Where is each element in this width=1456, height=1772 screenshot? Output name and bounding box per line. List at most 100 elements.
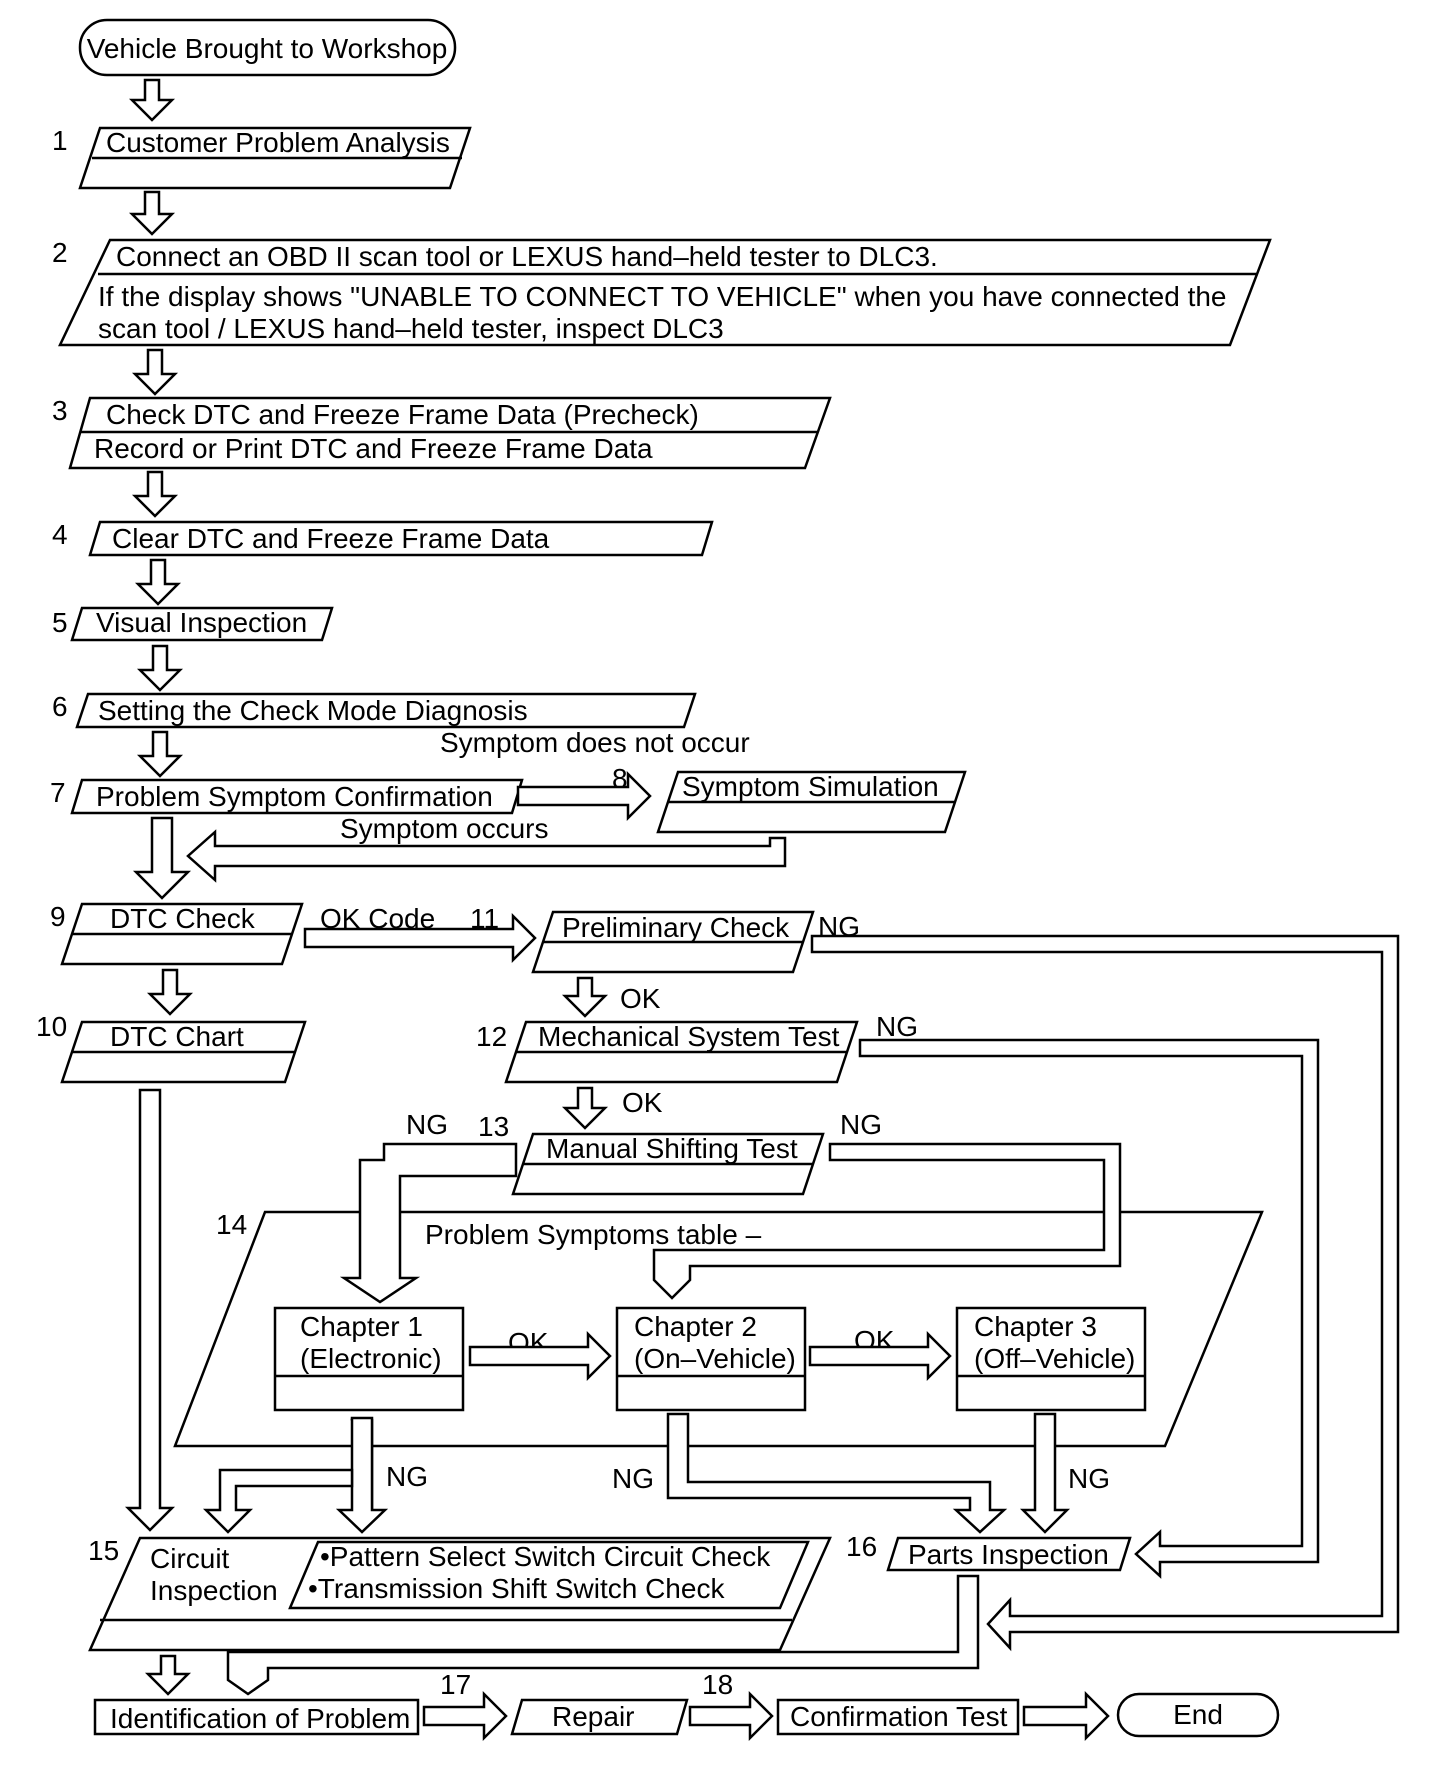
step-14-number: 14 (216, 1209, 247, 1240)
start-terminator (78, 18, 457, 77)
step-11-ok-label: OK (620, 983, 661, 1014)
arrow-13-ng-left (339, 1142, 518, 1304)
arrow-3-to-4 (131, 470, 179, 518)
chapter-3-ng-label: NG (1068, 1463, 1110, 1494)
arrow-9-to-11 (303, 912, 537, 964)
step-2-line3: scan tool / LEXUS hand–held tester, insp… (98, 313, 724, 344)
end-label: End (1173, 1699, 1223, 1730)
step-1-number: 1 (52, 125, 68, 156)
step-13-ng-left-label: NG (406, 1109, 448, 1140)
arrow-ch2-ng (666, 1412, 1008, 1534)
arrow-7-to-8 (516, 770, 652, 822)
step-2-line1: Connect an OBD II scan tool or LEXUS han… (116, 241, 938, 272)
step-18-number: 18 (702, 1669, 733, 1700)
arrow-8-return (186, 829, 787, 883)
step-6-number: 6 (52, 691, 68, 722)
arrow-11-ng (810, 934, 1400, 1652)
arrow-5-to-6 (136, 644, 184, 692)
identification-box (93, 1698, 420, 1736)
step-15-sub-1: •Pattern Select Switch Circuit Check (320, 1541, 771, 1572)
arrow-15-to-ident (144, 1654, 192, 1696)
step-2-number: 2 (52, 237, 68, 268)
arrow-13-ng-right (652, 1142, 1122, 1300)
step-17-label: Repair (552, 1701, 634, 1732)
arrow-16-to-ident (226, 1574, 980, 1696)
step-16-label: Parts Inspection (908, 1539, 1109, 1570)
chapter-3-line1: Chapter 3 (974, 1311, 1097, 1342)
step-15-line1: Circuit (150, 1543, 230, 1574)
step-13-number: 13 (478, 1111, 509, 1142)
step-2-line2: If the display shows "UNABLE TO CONNECT … (98, 281, 1227, 312)
step-16-number: 16 (846, 1531, 877, 1562)
arrow-12-ng (858, 1038, 1320, 1579)
arrow-10-to-15 (124, 1088, 176, 1532)
step-5-label: Visual Inspection (96, 607, 307, 638)
arrow-ident-to-repair (422, 1690, 508, 1742)
symptom-not-occur-label: Symptom does not occur (440, 727, 750, 758)
step-12-number: 12 (476, 1021, 507, 1052)
step-17-number: 17 (440, 1669, 471, 1700)
step-10-number: 10 (36, 1011, 67, 1042)
end-terminator (1116, 1692, 1280, 1738)
step-7-number: 7 (50, 777, 66, 808)
step-13-ng-right-label: NG (840, 1109, 882, 1140)
step-5-box (70, 606, 334, 642)
step-15-sub-box (288, 1540, 810, 1610)
step-12-label: Mechanical System Test (538, 1021, 840, 1052)
step-9-label: DTC Check (110, 903, 256, 934)
chapter-3-box (955, 1306, 1147, 1412)
step-14-label: Problem Symptoms table – (425, 1219, 762, 1250)
step-12-ok-label: OK (622, 1087, 663, 1118)
step-6-label: Setting the Check Mode Diagnosis (98, 695, 528, 726)
connector-arrows (124, 78, 1400, 1742)
arrow-4-to-5 (134, 558, 182, 606)
step-12-ng-label: NG (876, 1011, 918, 1042)
arrow-7-to-9 (132, 816, 192, 900)
arrow-11-to-12 (561, 976, 609, 1018)
chapter-2-line1: Chapter 2 (634, 1311, 757, 1342)
step-1-label: Customer Problem Analysis (106, 127, 450, 158)
start-label: Vehicle Brought to Workshop (87, 33, 448, 64)
chapter-2-box (615, 1306, 807, 1412)
step-2-box (58, 238, 1272, 347)
step-16-box (886, 1536, 1132, 1572)
arrow-6-to-7 (136, 730, 184, 778)
arrow-ch2-to-ch3 (808, 1330, 952, 1382)
step-4-box (88, 520, 714, 557)
step-13-label: Manual Shifting Test (546, 1133, 798, 1164)
arrow-12-to-13 (561, 1086, 609, 1130)
step-10-label: DTC Chart (110, 1021, 244, 1052)
chapter-3-line2: (Off–Vehicle) (974, 1343, 1135, 1374)
confirmation-box (776, 1698, 1020, 1736)
step-4-number: 4 (52, 519, 68, 550)
arrow-repair-to-confirm (688, 1690, 774, 1742)
step-3-line1: Check DTC and Freeze Frame Data (Prechec… (106, 399, 699, 430)
step-15-sub-2: •Transmission Shift Switch Check (308, 1573, 725, 1604)
arrow-1-to-2 (128, 190, 176, 236)
arrow-9-to-10 (146, 968, 194, 1016)
identification-label: Identification of Problem (110, 1703, 410, 1734)
confirmation-label: Confirmation Test (790, 1701, 1008, 1732)
step-9-number: 9 (50, 901, 66, 932)
step-6-box (75, 692, 697, 729)
step-3-line2: Record or Print DTC and Freeze Frame Dat… (94, 433, 653, 464)
step-7-box (70, 778, 524, 815)
step-3-number: 3 (52, 395, 68, 426)
step-5-number: 5 (52, 607, 68, 638)
symptom-occurs-label: Symptom occurs (340, 813, 549, 844)
arrow-ch1-ng-down (335, 1416, 389, 1534)
step-7-label: Problem Symptom Confirmation (96, 781, 493, 812)
step-17-box (510, 1698, 689, 1736)
chapter-1-box (273, 1306, 465, 1412)
chapter-1-ng-label: NG (386, 1461, 428, 1492)
arrow-2-to-3 (131, 348, 179, 396)
arrow-ch1-to-ch2 (468, 1330, 612, 1382)
chapter-1-line2: (Electronic) (300, 1343, 442, 1374)
step-15-number: 15 (88, 1535, 119, 1566)
step-15-line2: Inspection (150, 1575, 278, 1606)
chapter-2-ng-label: NG (612, 1463, 654, 1494)
step-11-label: Preliminary Check (562, 912, 790, 943)
chapter-1-line1: Chapter 1 (300, 1311, 423, 1342)
step-4-label: Clear DTC and Freeze Frame Data (112, 523, 550, 554)
